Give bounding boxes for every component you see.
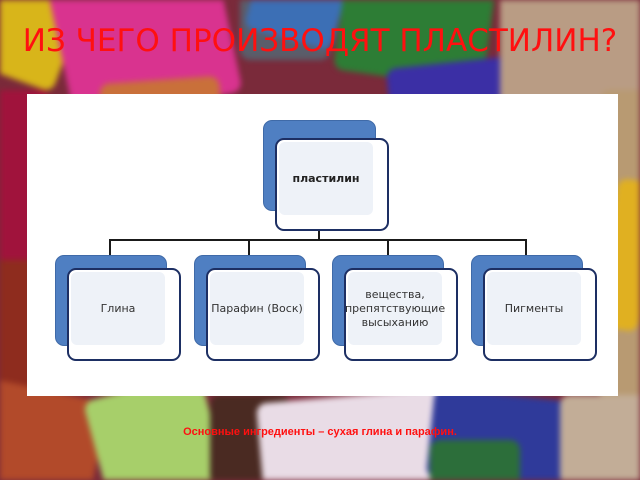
connector-child-4 [525,239,527,256]
node-glina-label: Глина [71,272,165,345]
node-parafin-label: Парафин (Воск) [210,272,304,345]
node-pigmenty-label: Пигменты [487,272,581,345]
connector-child-2 [248,239,250,256]
node-root-label: пластилин [279,142,373,215]
connector-root-vertical [318,230,320,241]
diagram-panel: пластилин Глина Парафин (Воск) вещества,… [27,94,618,396]
connector-child-3 [387,239,389,256]
node-anti-drying-agents-label: вещества, препятствующие высыханию [345,272,445,345]
slide-footer-text: Основные ингредиенты – сухая глина и пар… [183,426,457,438]
slide-title: ИЗ ЧЕГО ПРОИЗВОДЯТ ПЛАСТИЛИН? [22,23,618,59]
connector-horizontal [109,239,527,241]
connector-child-1 [109,239,111,256]
